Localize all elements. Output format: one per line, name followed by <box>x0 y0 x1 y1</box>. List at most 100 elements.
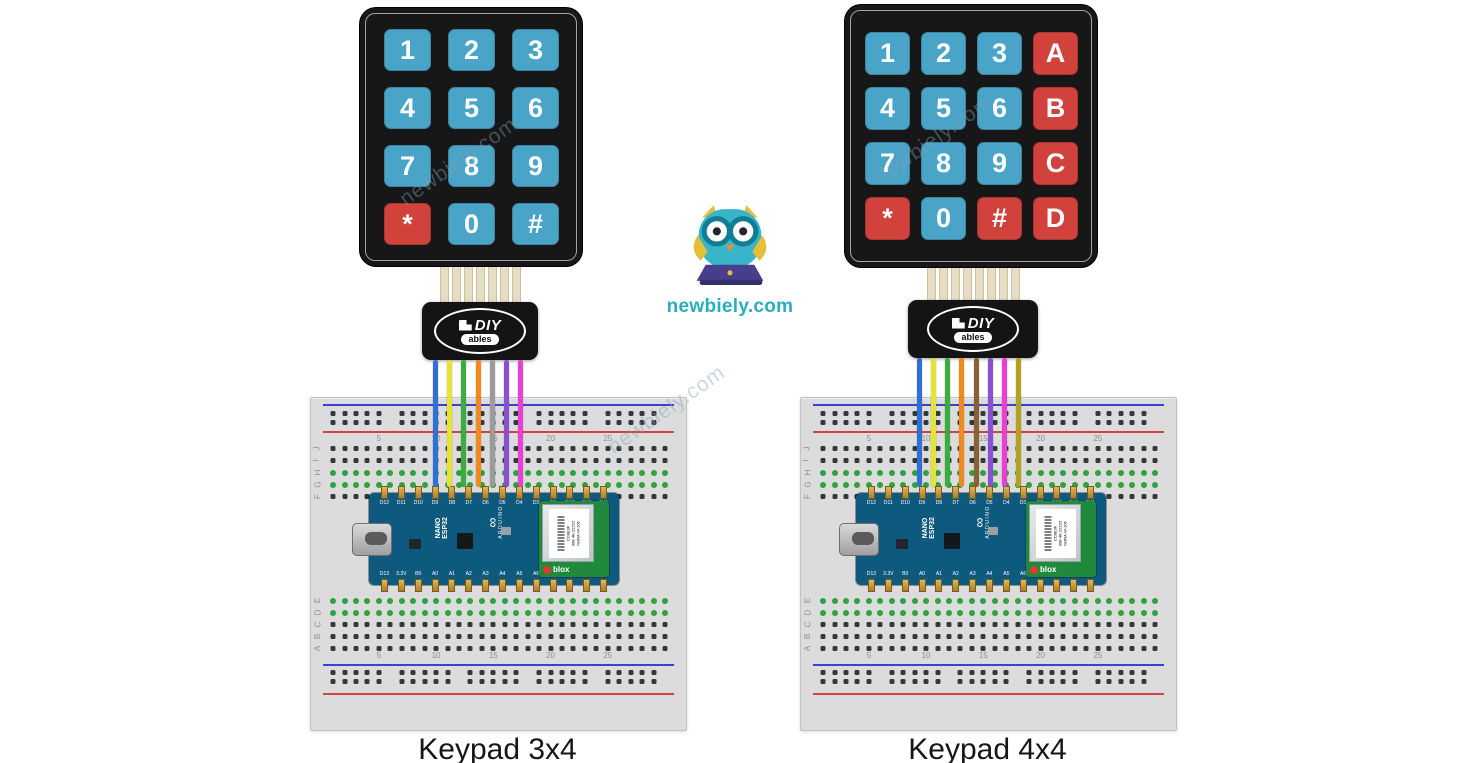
breadboard-hole <box>467 634 473 639</box>
breadboard-hole-green <box>547 482 554 488</box>
breadboard-hole <box>548 670 553 675</box>
usb-c-opening <box>365 532 387 545</box>
pin-label-bottom: A0 <box>431 571 439 577</box>
pin-pad <box>381 486 388 499</box>
breadboard-hole-green <box>831 598 838 604</box>
usb-c-opening <box>852 532 874 545</box>
row-letter: B <box>803 633 813 640</box>
breadboard-hole <box>364 679 370 684</box>
breadboard-hole <box>912 634 918 639</box>
breadboard-hole <box>467 646 473 651</box>
breadboard-hole-green <box>398 470 405 476</box>
breadboard-hole-green <box>421 610 428 616</box>
breadboard-hole <box>559 679 565 684</box>
breadboard-hole <box>832 634 837 639</box>
breadboard-hole <box>548 679 553 684</box>
breadboard-hole <box>1083 622 1089 627</box>
breadboard-hole <box>422 458 428 463</box>
pin-pad <box>583 486 591 499</box>
breadboard-hole <box>820 670 826 675</box>
pin-label-top: D9 <box>431 500 439 506</box>
breadboard-hole <box>1003 679 1009 684</box>
pin-pad <box>566 579 574 592</box>
column-number: 15 <box>488 651 498 660</box>
breadboard-hole <box>513 634 519 639</box>
breadboard-hole <box>605 420 611 425</box>
pin-pad <box>482 486 490 499</box>
breadboard-hole <box>364 670 370 675</box>
breadboard-hole <box>1072 411 1078 416</box>
breadboard-hole <box>651 446 657 451</box>
breadboard-hole <box>843 494 849 499</box>
breadboard-hole-green <box>364 470 371 476</box>
breadboard-hole-green <box>581 482 588 488</box>
pin-pad <box>1002 486 1010 499</box>
component-chip <box>944 533 960 549</box>
breadboard-hole <box>410 634 416 639</box>
breadboard-hole <box>639 494 645 499</box>
breadboard-hole <box>1026 446 1032 451</box>
model-text: NANO <box>434 517 442 539</box>
breadboard-hole <box>467 679 473 684</box>
breadboard-hole <box>900 420 906 425</box>
breadboard-hole <box>570 411 576 416</box>
ribbon-strip <box>975 267 984 300</box>
breadboard-hole <box>616 420 622 425</box>
breadboard-hole-green <box>410 470 417 476</box>
breadboard-hole <box>980 446 986 451</box>
breadboard-hole-green <box>547 610 554 616</box>
breadboard-hole-green <box>1049 482 1055 488</box>
breadboard-hole <box>969 446 975 451</box>
breadboard-hole-green <box>991 482 998 488</box>
breadboard-hole <box>445 622 450 627</box>
breadboard-hole <box>479 670 485 675</box>
keypad-key-8: 8 <box>448 145 495 187</box>
breadboard-hole-green <box>1071 610 1078 616</box>
pin-pad <box>1053 486 1061 499</box>
breadboard-hole <box>832 411 837 416</box>
breadboard-hole <box>866 411 872 416</box>
breadboard-hole-green <box>1129 470 1136 476</box>
breadboard-hole <box>1072 420 1078 425</box>
breadboard-hole <box>1038 622 1043 627</box>
pin-pad <box>532 486 540 499</box>
pin-label-top: D4 <box>1003 500 1010 506</box>
ublox-brand-text: blox <box>553 565 570 574</box>
breadboard-hole <box>364 646 370 651</box>
breadboard-hole <box>513 622 519 627</box>
breadboard-hole <box>1129 670 1135 675</box>
breadboard-hole <box>628 646 634 651</box>
breadboard-hole-green <box>1117 482 1124 488</box>
pin-label-top: D4 <box>516 500 523 506</box>
breadboard-hole-green <box>1060 470 1067 476</box>
breadboard-hole <box>969 420 975 425</box>
breadboard-hole-green <box>831 482 838 488</box>
breadboard-hole-green <box>854 610 861 616</box>
breadboard-hole-green <box>934 470 941 476</box>
pin-pad <box>868 579 875 592</box>
breadboard-hole <box>866 634 872 639</box>
breadboard-hole <box>1015 622 1021 627</box>
pin-pad <box>532 579 540 592</box>
breadboard-hole-green <box>627 482 634 488</box>
breadboard-hole <box>353 679 359 684</box>
pin-pad <box>1036 579 1044 592</box>
breadboard-hole-green <box>934 482 941 488</box>
power-rail-red-line <box>813 693 1164 695</box>
breadboard-hole <box>330 411 336 416</box>
pin-pad <box>901 579 909 592</box>
breadboard-hole <box>330 670 336 675</box>
breadboard-hole <box>353 494 359 499</box>
breadboard-hole <box>605 458 611 463</box>
pin-label-top: D10 <box>413 500 423 506</box>
breadboard-hole <box>651 679 657 684</box>
breadboard-hole-green <box>1003 470 1010 476</box>
breadboard-hole <box>582 411 588 416</box>
breadboard-hole <box>1106 634 1112 639</box>
breadboard-hole <box>900 458 906 463</box>
breadboard-hole <box>1060 622 1066 627</box>
breadboard-hole <box>1118 446 1124 451</box>
breadboard-hole-green <box>627 610 634 616</box>
pin-pad <box>901 486 909 499</box>
